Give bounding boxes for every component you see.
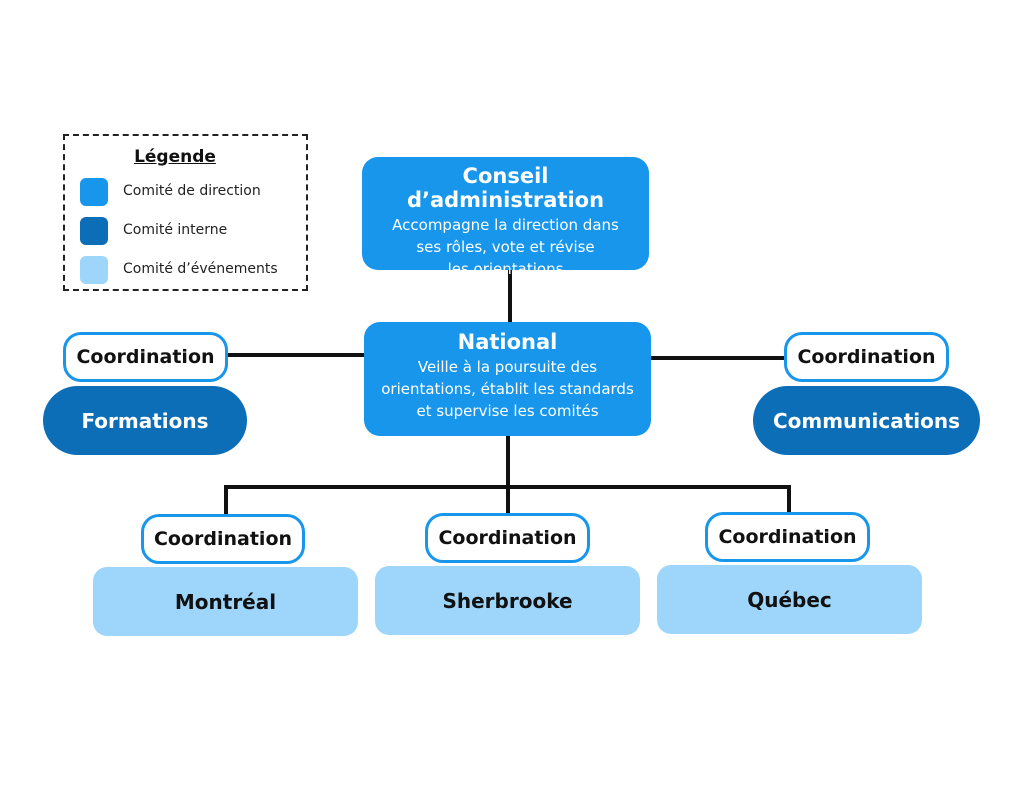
coordination-formations: Coordination: [63, 332, 228, 382]
national-title: National: [457, 330, 558, 354]
legend-label-event: Comité d’événements: [123, 261, 278, 277]
legend-item-direction: Comité de direction: [80, 178, 305, 206]
legend-label-direction: Comité de direction: [123, 183, 261, 199]
legend: Légende Comité de direction Comité inter…: [63, 134, 308, 291]
coordination-communications: Coordination: [784, 332, 949, 382]
legend-label-internal: Comité interne: [123, 222, 228, 238]
conseil-title: Conseil d’administration: [406, 164, 605, 212]
legend-swatch-direction: [80, 178, 108, 206]
communications-box: Communications: [753, 386, 980, 455]
connector-regions-bus: [224, 485, 791, 514]
national-box: National Veille à la poursuite des orien…: [364, 322, 651, 436]
coordination-sherbrooke: Coordination: [425, 513, 590, 563]
conseil-administration-box: Conseil d’administration Accompagne la d…: [362, 157, 649, 278]
coordination-montreal: Coordination: [141, 514, 305, 564]
legend-title: Légende: [134, 147, 216, 167]
coordination-quebec: Coordination: [705, 512, 870, 562]
national-description: Veille à la poursuite des orientations, …: [381, 358, 634, 420]
legend-swatch-event: [80, 256, 108, 284]
quebec-box: Québec: [657, 565, 922, 634]
montreal-box: Montréal: [93, 567, 358, 636]
legend-item-internal: Comité interne: [80, 217, 305, 245]
formations-box: Formations: [43, 386, 247, 455]
legend-swatch-internal: [80, 217, 108, 245]
legend-item-event: Comité d’événements: [80, 256, 305, 284]
conseil-description: Accompagne la direction dans ses rôles, …: [392, 216, 619, 278]
sherbrooke-box: Sherbrooke: [375, 566, 640, 635]
